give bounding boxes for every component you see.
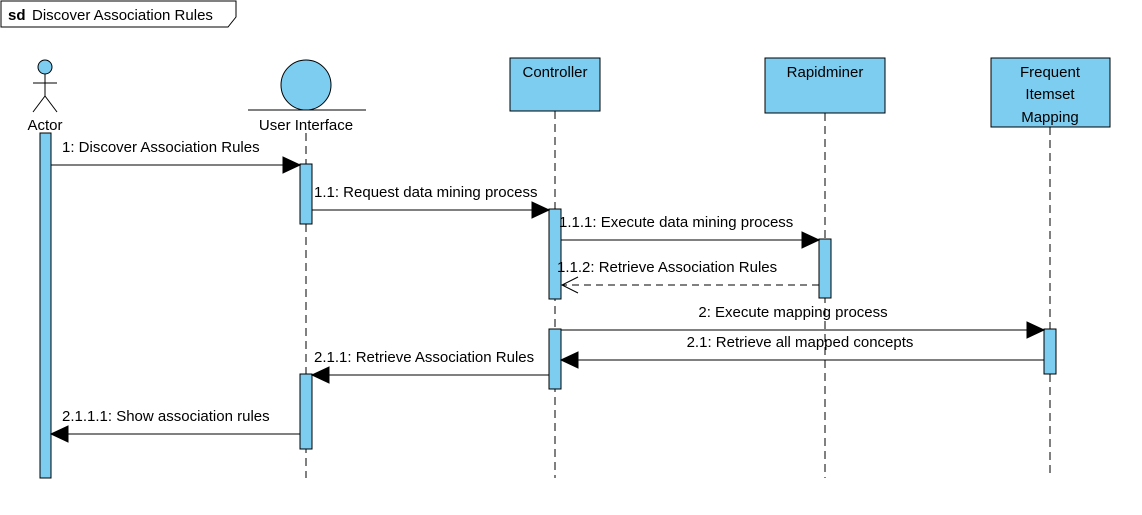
ui-activation-1 — [299, 163, 313, 225]
message-1-1-1: 1.1.1: Execute data mining process — [559, 214, 821, 249]
message-2-1-1-label: 2.1.1: Retrieve Association Rules — [314, 349, 534, 366]
frame-header: sd Discover Association Rules — [0, 0, 237, 28]
mapping-label-line3: Mapping — [1021, 109, 1079, 126]
frame-keyword: sd — [8, 7, 26, 24]
mapping-label-line1: Frequent — [1020, 64, 1081, 81]
message-1-1-label: 1.1: Request data mining process — [314, 184, 537, 201]
actor-activation — [39, 132, 52, 479]
rapidminer-label: Rapidminer — [787, 64, 864, 81]
message-1-1-2: 1.1.2: Retrieve Association Rules — [557, 259, 819, 294]
rapidminer-activation — [818, 238, 832, 299]
ui-activation-2 — [299, 373, 313, 450]
controller-activation-2 — [548, 328, 562, 390]
message-2-1-1: 2.1.1: Retrieve Association Rules — [310, 349, 549, 384]
message-2: 2: Execute mapping process — [561, 304, 1046, 339]
mapping-lifeline-head: Frequent Itemset Mapping — [990, 57, 1111, 128]
boundary-icon — [248, 59, 366, 111]
mapping-label-line2: Itemset — [1025, 86, 1075, 103]
message-1-1-1-label: 1.1.1: Execute data mining process — [559, 214, 793, 231]
ui-label: User Interface — [259, 117, 353, 134]
mapping-activation — [1043, 328, 1057, 375]
frame-title: Discover Association Rules — [32, 7, 213, 24]
controller-activation-1 — [548, 208, 562, 300]
controller-lifeline-head: Controller — [509, 57, 601, 112]
actor-icon — [32, 59, 58, 113]
message-1-label: 1: Discover Association Rules — [62, 139, 260, 156]
message-1-1: 1.1: Request data mining process — [312, 184, 551, 219]
message-2-label: 2: Execute mapping process — [698, 304, 887, 321]
message-2-1-label: 2.1: Retrieve all mapped concepts — [687, 334, 914, 351]
message-2-1-1-1-label: 2.1.1.1: Show association rules — [62, 408, 270, 425]
message-2-1: 2.1: Retrieve all mapped concepts — [559, 334, 1044, 369]
rapidminer-lifeline-head: Rapidminer — [764, 57, 886, 114]
message-1: 1: Discover Association Rules — [51, 139, 302, 174]
message-2-1-1-1: 2.1.1.1: Show association rules — [49, 408, 300, 443]
actor-label: Actor — [27, 117, 62, 134]
message-1-1-2-label: 1.1.2: Retrieve Association Rules — [557, 259, 777, 276]
controller-label: Controller — [522, 64, 587, 81]
